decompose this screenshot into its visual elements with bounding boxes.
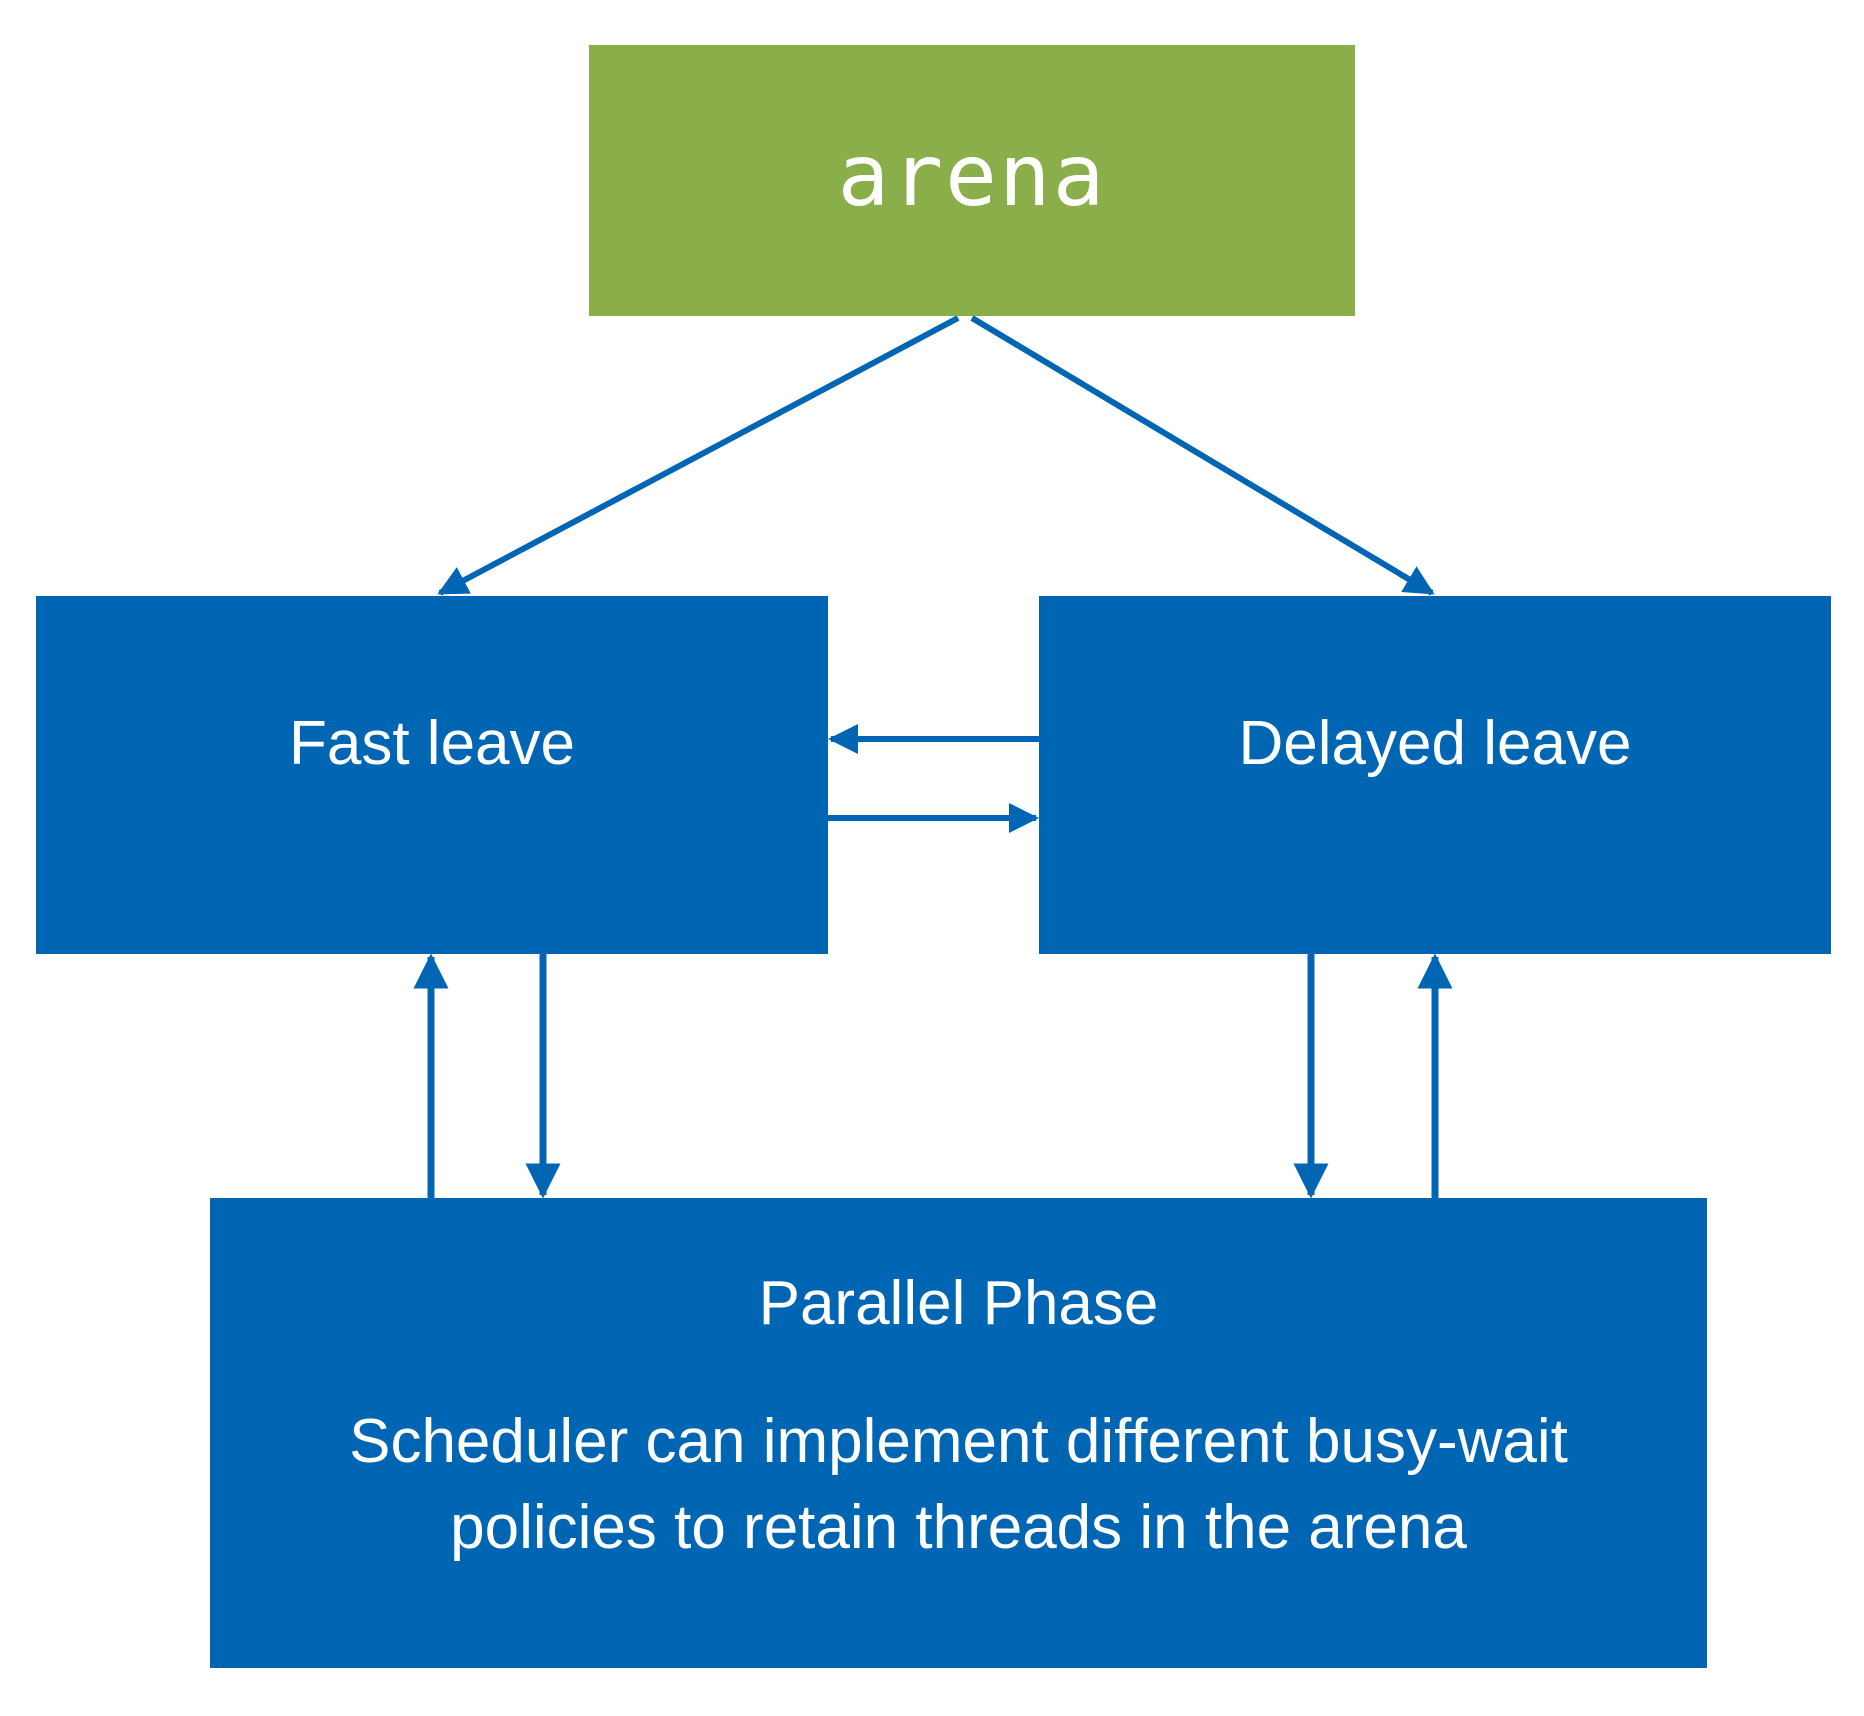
node-fast-leave-label: Fast leave [288,708,576,778]
node-fast-leave: Fast leave [36,596,828,954]
node-parallel-phase-description: Scheduler can implement different busy-w… [219,1399,1699,1571]
node-parallel-phase: Parallel Phase Scheduler can implement d… [210,1198,1707,1668]
description-line-2: policies to retain threads in the arena [450,1493,1467,1562]
node-delayed-leave-label: Delayed leave [1238,708,1632,778]
description-line-1: Scheduler can implement different busy-w… [349,1407,1568,1476]
node-arena: arena [589,45,1355,316]
node-parallel-phase-title: Parallel Phase [758,1269,1159,1338]
node-arena-label: arena [837,125,1107,226]
edge-arena-to-fast-leave [437,315,960,596]
edge-arena-to-delayed-leave [970,315,1435,596]
node-delayed-leave: Delayed leave [1039,596,1831,954]
